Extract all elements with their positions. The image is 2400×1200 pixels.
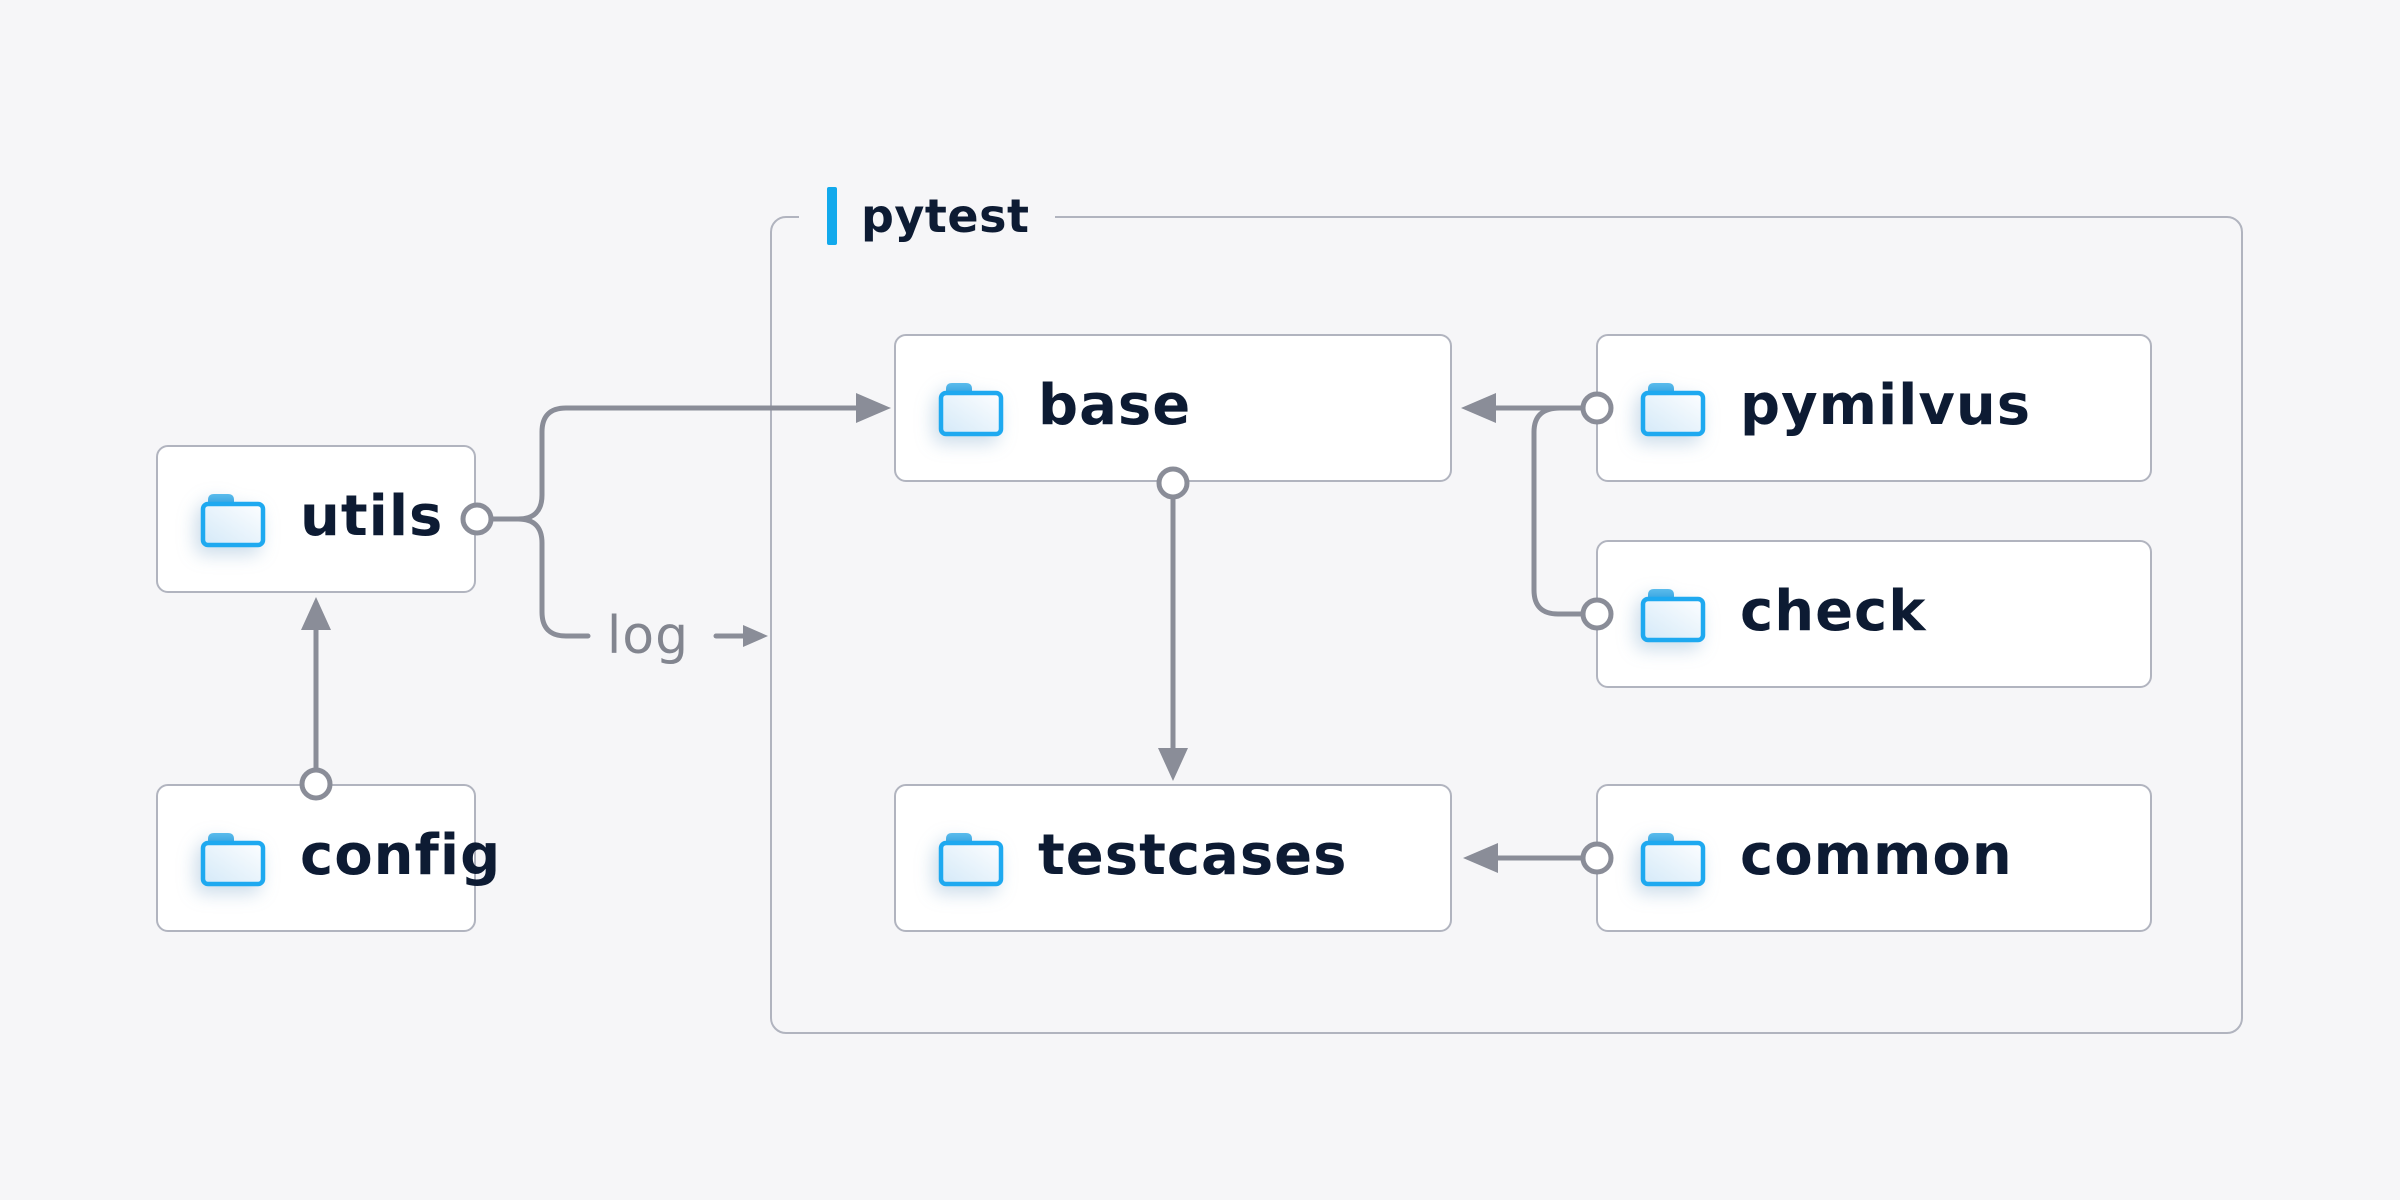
- node-label: common: [1740, 823, 2013, 888]
- pytest-group-label: pytest: [799, 184, 1056, 248]
- group-title: pytest: [861, 189, 1030, 243]
- edge-label-log: log: [606, 606, 690, 666]
- edge-config-utils: [299, 597, 333, 801]
- node-testcases: testcases: [894, 784, 1452, 932]
- node-label: testcases: [1038, 823, 1348, 888]
- node-label: utils: [300, 484, 444, 549]
- folder-icon: [198, 488, 268, 550]
- node-label: base: [1038, 373, 1192, 438]
- folder-icon: [936, 827, 1006, 889]
- pytest-group-container: [770, 216, 2243, 1034]
- folder-icon: [1638, 827, 1708, 889]
- node-label: check: [1740, 579, 1927, 644]
- node-label: pymilvus: [1740, 373, 2032, 438]
- node-utils: utils: [156, 445, 476, 593]
- folder-icon: [936, 377, 1006, 439]
- node-label: config: [300, 823, 502, 888]
- node-check: check: [1596, 540, 2152, 688]
- accent-bar: [827, 187, 837, 245]
- node-common: common: [1596, 784, 2152, 932]
- folder-icon: [198, 827, 268, 889]
- node-config: config: [156, 784, 500, 932]
- node-pymilvus: pymilvus: [1596, 334, 2152, 482]
- node-base: base: [894, 334, 1452, 482]
- folder-icon: [1638, 583, 1708, 645]
- folder-icon: [1638, 377, 1708, 439]
